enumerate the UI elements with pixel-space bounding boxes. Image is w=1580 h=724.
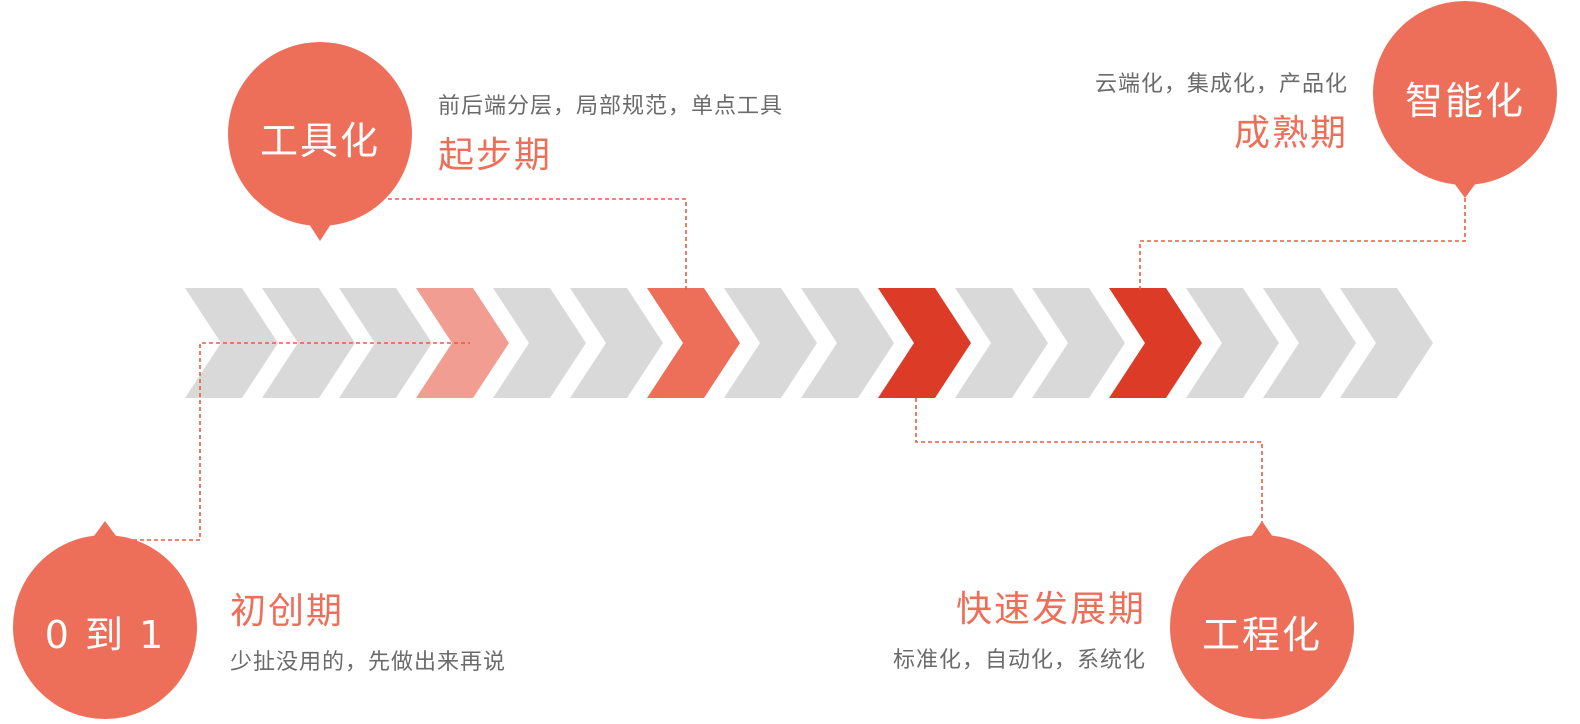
chevron-16 bbox=[1340, 288, 1433, 398]
chevron-14 bbox=[1186, 288, 1279, 398]
chevron-15 bbox=[1263, 288, 1356, 398]
chevron-5 bbox=[493, 288, 586, 398]
bubble-label-start: 0 到 1 bbox=[44, 613, 166, 657]
stage-title-tooling: 起步期 bbox=[438, 135, 553, 176]
chevron-9 bbox=[801, 288, 894, 398]
stage-title-engineering: 快速发展期 bbox=[955, 589, 1146, 630]
stage-title-start: 初创期 bbox=[230, 591, 345, 632]
chevron-12 bbox=[1032, 288, 1125, 398]
connector-tooling bbox=[388, 198, 687, 290]
bubble-label-intelligent: 智能化 bbox=[1404, 79, 1525, 123]
chevron-6 bbox=[570, 288, 663, 398]
stage-title-intelligent: 成熟期 bbox=[1233, 113, 1348, 154]
connector-lines bbox=[105, 195, 1466, 541]
connector-intelligent bbox=[1139, 195, 1466, 290]
bubble-tooling bbox=[228, 42, 412, 241]
chevron-10 bbox=[878, 288, 971, 398]
bubble-engineering bbox=[1170, 521, 1354, 719]
chevron-7 bbox=[647, 288, 740, 398]
connector-engineering bbox=[915, 398, 1263, 522]
chevron-13 bbox=[1109, 288, 1202, 398]
stage-desc-tooling: 前后端分层，局部规范，单点工具 bbox=[438, 94, 784, 119]
chevron-8 bbox=[724, 288, 817, 398]
stage-desc-start: 少扯没用的，先做出来再说 bbox=[230, 650, 507, 675]
stage-desc-engineering: 标准化，自动化，系统化 bbox=[892, 648, 1146, 673]
connector-start bbox=[105, 342, 470, 541]
bubble-label-tooling: 工具化 bbox=[259, 119, 380, 163]
bubbles bbox=[13, 1, 1557, 719]
chevron-11 bbox=[955, 288, 1048, 398]
bubble-intelligent bbox=[1373, 1, 1557, 198]
stage-desc-intelligent: 云端化，集成化，产品化 bbox=[1094, 72, 1348, 97]
bubble-start bbox=[13, 521, 197, 719]
bubble-label-engineering: 工程化 bbox=[1201, 613, 1322, 657]
